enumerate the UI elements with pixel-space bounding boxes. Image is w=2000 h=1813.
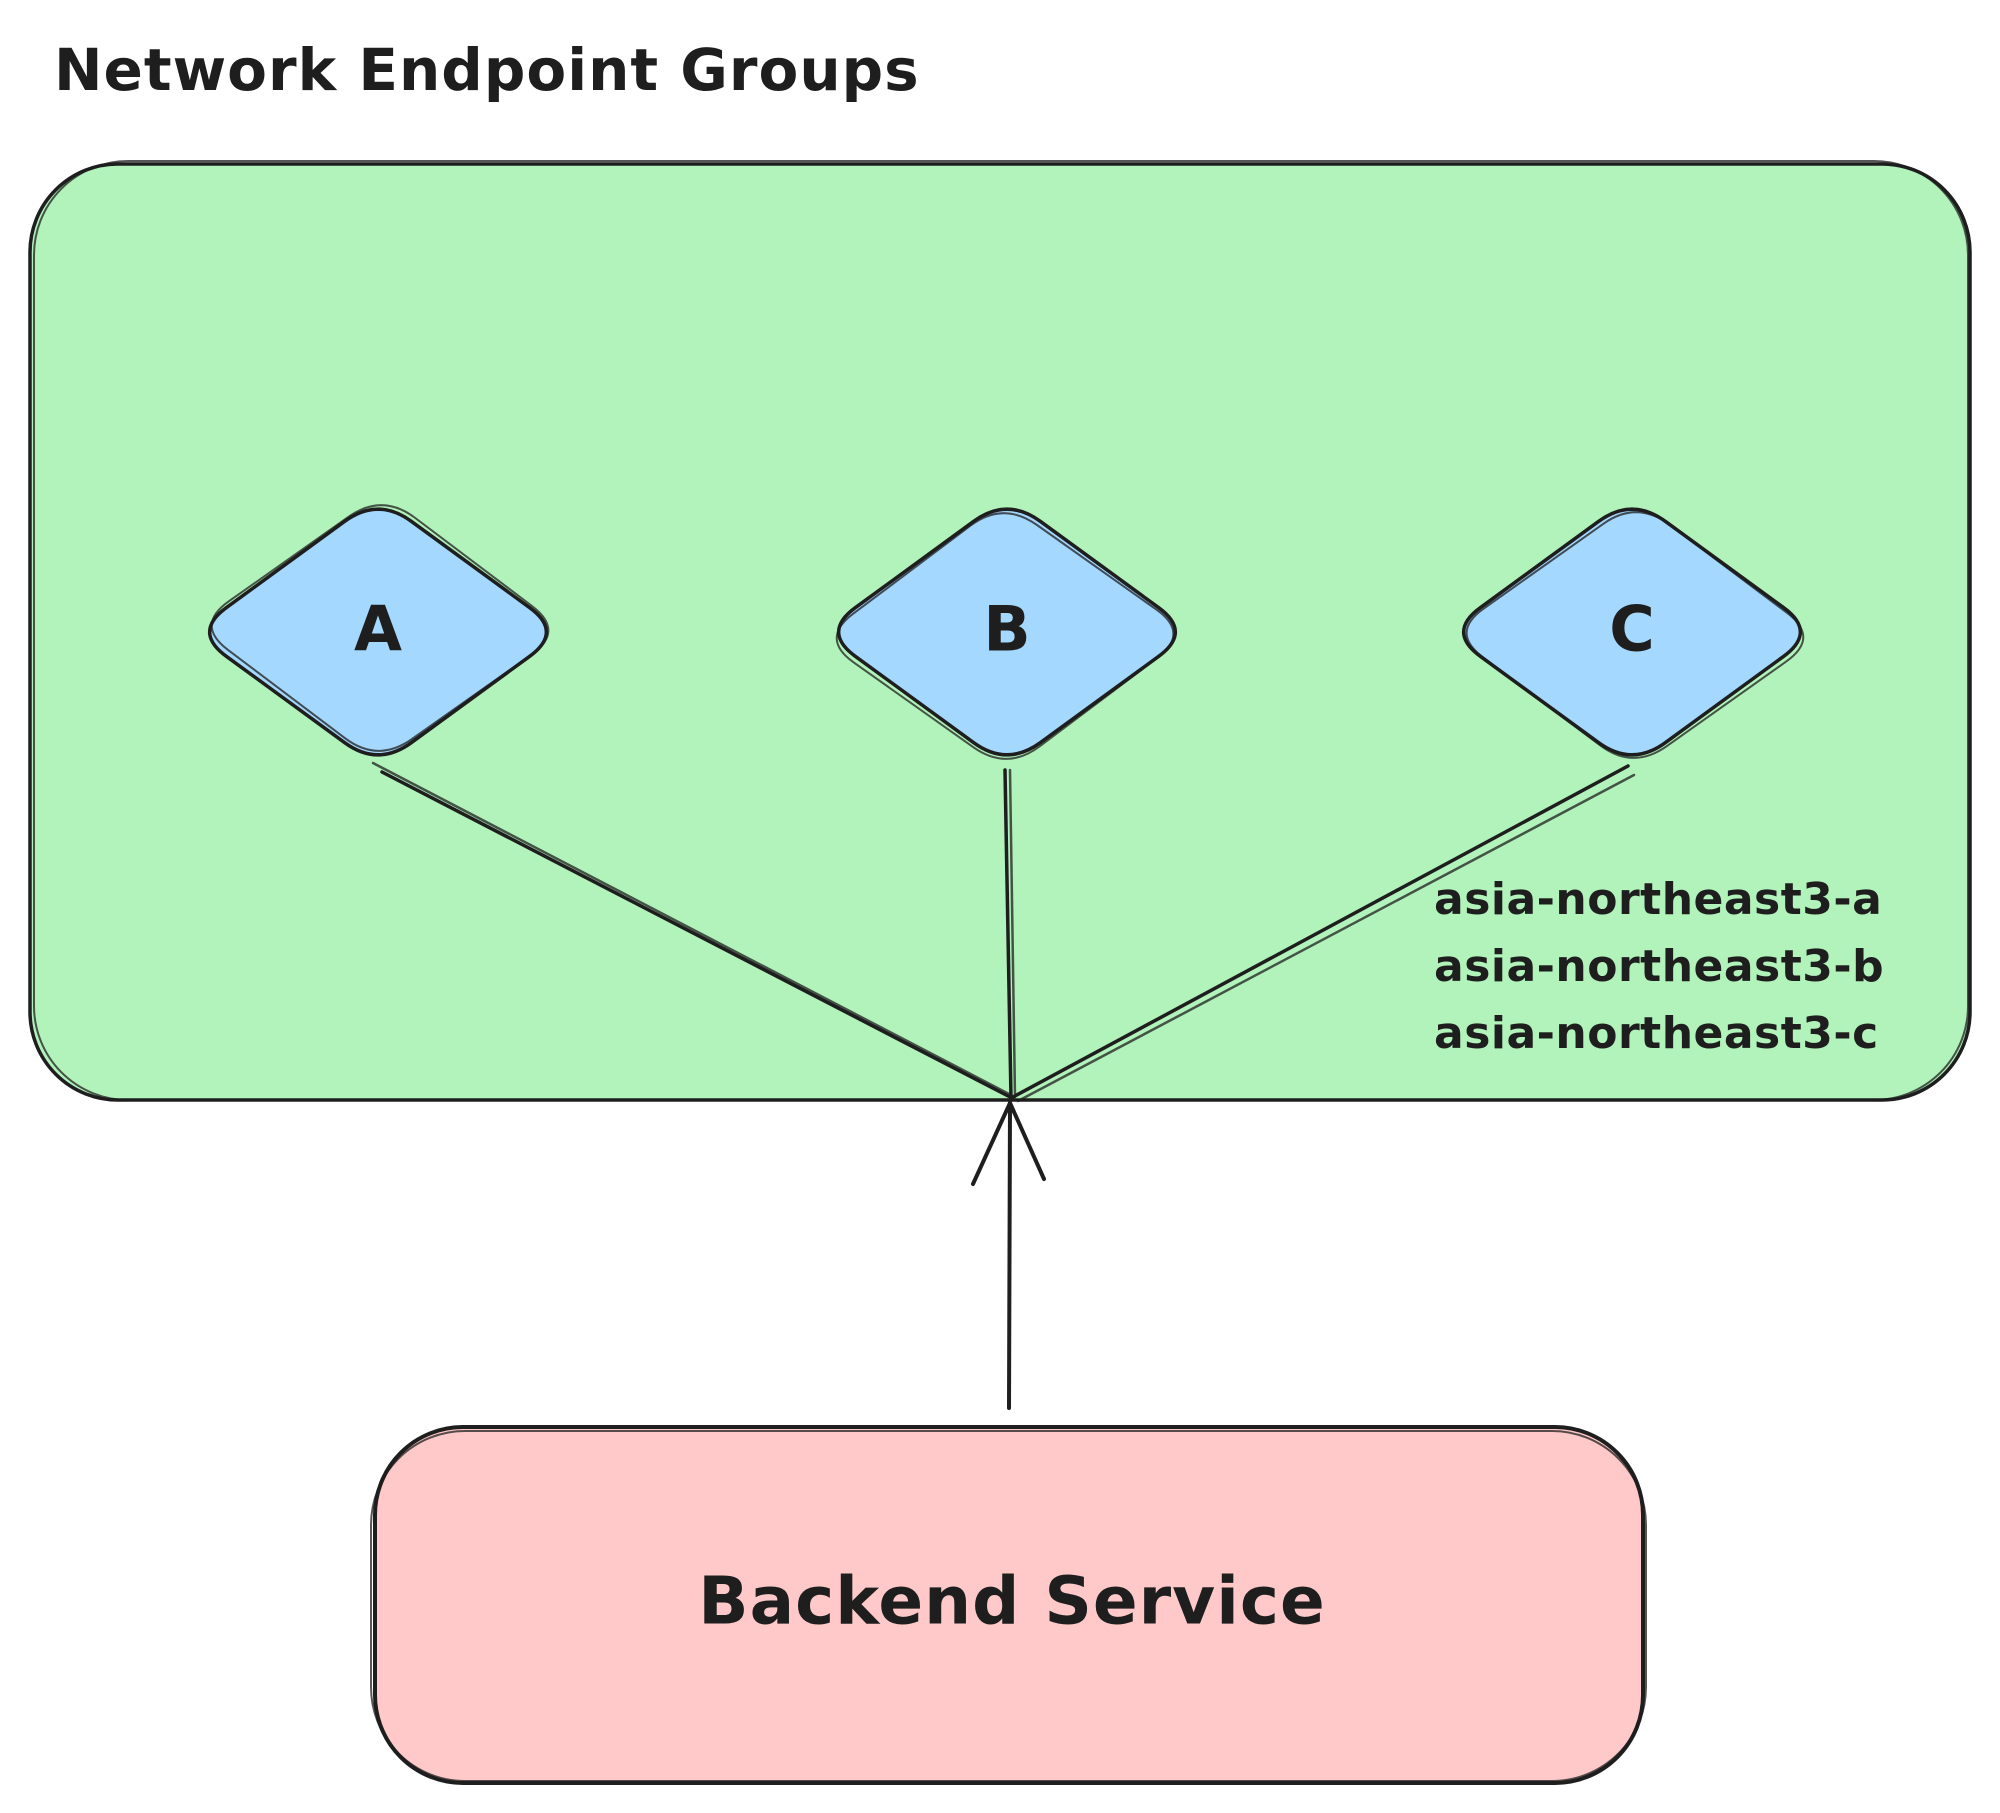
zone-label-b: asia-northeast3-b <box>1434 941 1885 992</box>
connector-line-a <box>371 761 1014 1100</box>
diagram-title: Network Endpoint Groups <box>54 36 920 104</box>
backend-to-neg-arrow <box>971 1101 1046 1410</box>
arrowhead-right-barb <box>1008 1101 1046 1181</box>
network-endpoint-groups-box-sketch-stroke <box>33 160 1969 1101</box>
backend-service-box <box>370 1425 1647 1785</box>
zone-label-a: asia-northeast3-a <box>1434 874 1883 925</box>
neg-diamond-c-label: C <box>1609 592 1655 666</box>
zone-label-c: asia-northeast3-c <box>1434 1008 1879 1059</box>
backend-service-box-sketch-stroke <box>370 1430 1647 1782</box>
connector-line-c <box>1011 764 1636 1103</box>
connector-line-b <box>1003 768 1017 1100</box>
zone-labels: asia-northeast3-a asia-northeast3-b asia… <box>1434 866 1884 1067</box>
backend-service-label: Backend Service <box>698 1562 1326 1640</box>
backend-service-box-shape <box>373 1425 1645 1785</box>
neg-diamond-b-label: B <box>983 592 1031 666</box>
neg-diamond-a-label: A <box>354 592 402 666</box>
arrowhead-left-barb <box>971 1101 1012 1186</box>
